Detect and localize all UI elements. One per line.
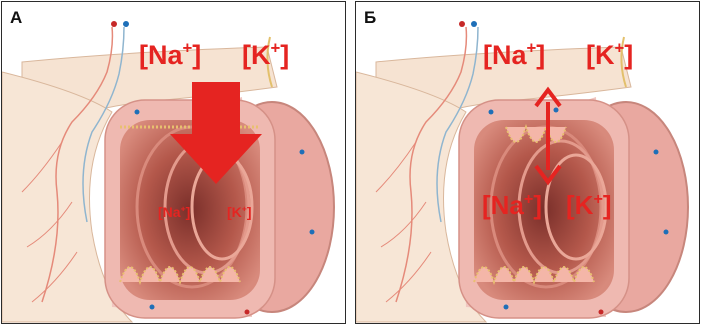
outer-na-label: [Na+] — [483, 42, 545, 69]
panel-letter-b: Б — [364, 8, 376, 28]
outer-k-label: [K+] — [586, 42, 633, 69]
panel-a: А [Na+] [K+] [Na+] [K+] — [1, 1, 346, 324]
panel-b: Б [Na+] [K+] [Na+] [K+] — [355, 1, 700, 324]
inner-na-label: [Na+] — [482, 192, 542, 218]
outer-na-label: [Na+] — [139, 42, 201, 69]
inner-k-label: [K+] — [227, 205, 252, 219]
panel-letter-a: А — [10, 8, 22, 28]
inner-na-label: [Na+] — [158, 205, 190, 219]
outer-k-label: [K+] — [242, 42, 289, 69]
inner-k-label: [K+] — [566, 192, 612, 218]
